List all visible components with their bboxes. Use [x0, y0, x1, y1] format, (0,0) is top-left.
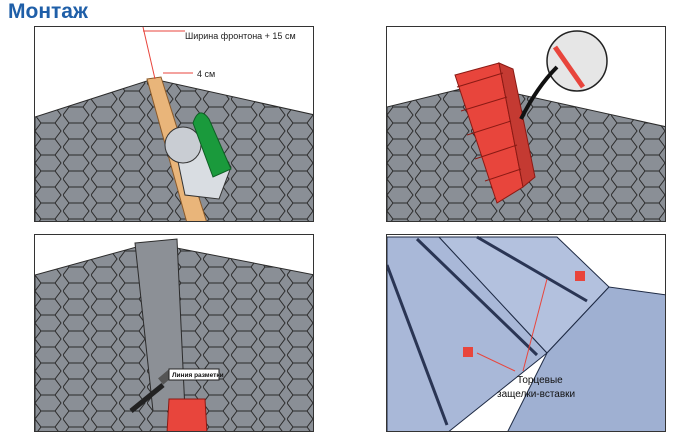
- snap-insert-left: [463, 347, 473, 357]
- inserts-label-line2: защелки-вставки: [497, 389, 575, 400]
- callout-line-left: [476, 352, 516, 372]
- panel-left: [387, 236, 548, 431]
- saw-body: [192, 112, 232, 178]
- marking-line-illustration: Линия разметки: [35, 238, 313, 431]
- panel-right: [507, 286, 665, 431]
- detail-magnifier: [546, 30, 608, 92]
- detail-red-edge: [552, 45, 586, 89]
- install-ridge-illustration: [387, 30, 665, 221]
- panel-edges: [387, 235, 588, 426]
- red-ridge-end: [166, 398, 208, 431]
- inserts-label-line1: Торцевые: [517, 375, 563, 386]
- step-install-ridge-panel: [386, 26, 666, 222]
- page-title: Монтаж: [8, 0, 88, 23]
- offset-label: 4 см: [197, 69, 215, 79]
- measure-line: [142, 27, 156, 80]
- step-cut-ridge-panel: Ширина фронтона + 15 см 4 см: [34, 26, 314, 222]
- saw-blade: [164, 126, 202, 164]
- step-marking-line-panel: Линия разметки: [34, 234, 314, 432]
- step-end-inserts-panel: Торцевые защелки-вставки: [386, 234, 666, 432]
- cut-ridge-illustration: Ширина фронтона + 15 см 4 см: [35, 27, 313, 221]
- callout-line-top: [522, 278, 548, 372]
- hammer-handle: [129, 383, 165, 413]
- ridge-cap-seams: [456, 72, 522, 182]
- end-inserts-illustration: Торцевые защелки-вставки: [387, 235, 665, 431]
- snap-insert-top: [575, 271, 585, 281]
- gable-width-label: Ширина фронтона + 15 см: [185, 31, 296, 41]
- marking-line-tag: [168, 368, 220, 381]
- detail-arrow: [519, 65, 559, 120]
- marking-line-label: Линия разметки: [172, 372, 224, 379]
